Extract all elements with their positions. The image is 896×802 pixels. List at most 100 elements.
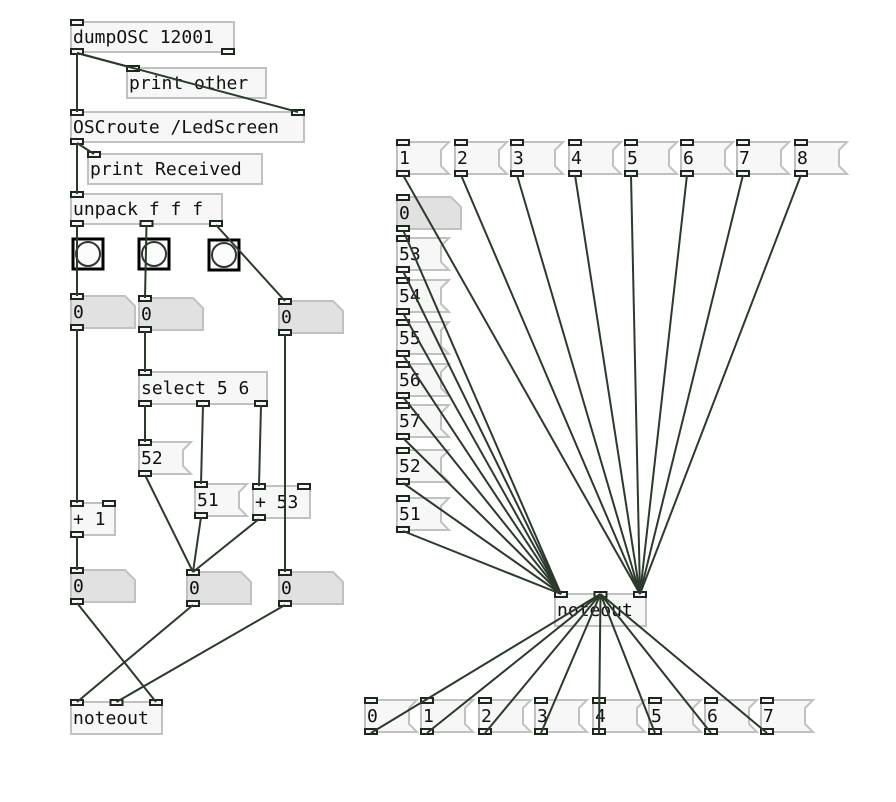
channel-message-7[interactable]: 7 bbox=[736, 139, 792, 177]
note-message-55[interactable]: 55 bbox=[396, 319, 452, 357]
patch-cord[interactable] bbox=[192, 516, 202, 573]
patch-cord[interactable] bbox=[144, 474, 194, 573]
inlet[interactable] bbox=[648, 697, 662, 704]
patch-cord[interactable] bbox=[639, 174, 802, 595]
number-box-2[interactable]: 0 bbox=[138, 295, 204, 333]
channel-message-6[interactable]: 6 bbox=[680, 139, 736, 177]
patch-cord[interactable] bbox=[599, 593, 656, 734]
inlet[interactable] bbox=[680, 139, 694, 146]
patch-cord[interactable] bbox=[215, 224, 286, 302]
inlet[interactable] bbox=[102, 500, 116, 507]
note-message-54[interactable]: 54 bbox=[396, 277, 452, 315]
note-message-52[interactable]: 52 bbox=[396, 447, 452, 485]
inlet[interactable] bbox=[478, 697, 492, 704]
outlet[interactable] bbox=[760, 728, 774, 735]
channel-message-8[interactable]: 8 bbox=[794, 139, 850, 177]
print-other-object[interactable]: print other bbox=[126, 65, 267, 99]
patch-cord[interactable] bbox=[402, 482, 562, 595]
patch-cord[interactable] bbox=[370, 593, 602, 734]
inlet[interactable] bbox=[87, 151, 101, 158]
patch-cord[interactable] bbox=[574, 174, 641, 595]
patch-cord[interactable] bbox=[258, 404, 262, 487]
velocity-message-7[interactable]: 7 bbox=[760, 697, 816, 735]
inlet[interactable] bbox=[794, 139, 808, 146]
inlet[interactable] bbox=[568, 139, 582, 146]
channel-message-1[interactable]: 1 bbox=[396, 139, 452, 177]
patch-cord[interactable] bbox=[144, 224, 148, 299]
velocity-message-4[interactable]: 4 bbox=[592, 697, 648, 735]
patch-cord[interactable] bbox=[76, 52, 299, 113]
outlet[interactable] bbox=[221, 48, 235, 55]
oscroute-object[interactable]: OSCroute /LedScreen bbox=[70, 109, 305, 145]
patch-cord[interactable] bbox=[76, 602, 157, 703]
inlet[interactable] bbox=[396, 194, 410, 201]
inlet[interactable] bbox=[109, 699, 124, 706]
inlet[interactable] bbox=[278, 298, 292, 305]
message-51[interactable]: 51 bbox=[194, 481, 250, 519]
patch-cord[interactable] bbox=[192, 518, 260, 573]
patch-cord[interactable] bbox=[484, 593, 602, 734]
inlet[interactable] bbox=[454, 139, 468, 146]
channel-message-3[interactable]: 3 bbox=[510, 139, 566, 177]
patch-cord[interactable] bbox=[200, 404, 204, 485]
number-box-3[interactable]: 0 bbox=[278, 298, 344, 336]
channel-message-5[interactable]: 5 bbox=[624, 139, 680, 177]
inlet[interactable] bbox=[396, 235, 410, 242]
inlet[interactable] bbox=[297, 483, 311, 490]
patch-cord[interactable] bbox=[402, 312, 562, 595]
number-box-4[interactable]: 0 bbox=[70, 567, 136, 605]
patch-cord[interactable] bbox=[540, 593, 602, 734]
patch-cord[interactable] bbox=[630, 174, 641, 595]
patch-cord[interactable] bbox=[402, 354, 562, 595]
plus-1-object[interactable]: + 1 bbox=[70, 500, 116, 538]
noteout-object-left[interactable]: noteout bbox=[70, 699, 163, 735]
dumposc-object[interactable]: dumpOSC 12001 bbox=[70, 19, 235, 55]
number-box-right[interactable]: 0 bbox=[396, 194, 462, 232]
bang-3[interactable] bbox=[207, 238, 241, 272]
number-box-1[interactable]: 0 bbox=[70, 293, 136, 331]
patch-cord[interactable] bbox=[599, 593, 712, 734]
inlet[interactable] bbox=[396, 277, 410, 284]
outlet[interactable] bbox=[364, 728, 378, 735]
plus-53-object[interactable]: + 53 bbox=[252, 483, 311, 521]
velocity-message-3[interactable]: 3 bbox=[534, 697, 590, 735]
patch-cord[interactable] bbox=[639, 174, 688, 595]
inlet[interactable] bbox=[396, 495, 410, 502]
patch-cord[interactable] bbox=[76, 604, 194, 703]
inlet[interactable] bbox=[534, 697, 548, 704]
velocity-message-5[interactable]: 5 bbox=[648, 697, 704, 735]
patch-cord[interactable] bbox=[402, 437, 562, 595]
channel-message-2[interactable]: 2 bbox=[454, 139, 510, 177]
patch-cord[interactable] bbox=[402, 270, 562, 595]
outlet[interactable] bbox=[420, 728, 434, 735]
inlet[interactable] bbox=[624, 139, 638, 146]
patch-cord[interactable] bbox=[402, 174, 641, 595]
number-box-6[interactable]: 0 bbox=[278, 569, 344, 607]
inlet[interactable] bbox=[510, 139, 524, 146]
note-message-51[interactable]: 51 bbox=[396, 495, 452, 533]
patch-cord[interactable] bbox=[76, 142, 95, 155]
inlet[interactable] bbox=[291, 109, 305, 116]
patch-cord[interactable] bbox=[516, 174, 641, 595]
patch-cord[interactable] bbox=[460, 174, 641, 595]
patch-cord[interactable] bbox=[402, 229, 562, 595]
inlet[interactable] bbox=[396, 447, 410, 454]
inlet[interactable] bbox=[704, 697, 718, 704]
inlet[interactable] bbox=[396, 139, 410, 146]
patch-cord[interactable] bbox=[402, 396, 562, 595]
patch-cord[interactable] bbox=[598, 593, 602, 734]
bang-2[interactable] bbox=[137, 237, 171, 271]
select-object[interactable]: select 5 6 bbox=[138, 369, 268, 407]
velocity-message-2[interactable]: 2 bbox=[478, 697, 534, 735]
patch-cord[interactable] bbox=[639, 174, 744, 595]
patch-cord[interactable] bbox=[426, 593, 602, 734]
inlet[interactable] bbox=[736, 139, 750, 146]
print-received-object[interactable]: print Received bbox=[87, 151, 263, 185]
patch-cord[interactable] bbox=[402, 530, 562, 595]
patch-cord[interactable] bbox=[116, 604, 286, 703]
unpack-object[interactable]: unpack f f f bbox=[70, 191, 223, 227]
channel-message-4[interactable]: 4 bbox=[568, 139, 624, 177]
velocity-message-0[interactable]: 0 bbox=[364, 697, 420, 735]
message-52[interactable]: 52 bbox=[138, 439, 194, 477]
